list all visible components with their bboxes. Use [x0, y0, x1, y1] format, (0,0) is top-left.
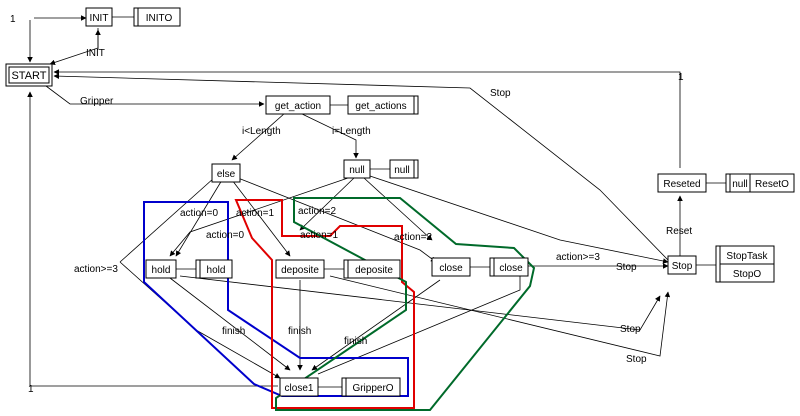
get-action-state: get_action [265, 95, 331, 115]
edge-deposite-stop [329, 275, 671, 357]
else-state: else [211, 163, 241, 183]
label-init: INIT [86, 48, 105, 59]
close-state-label: close [439, 263, 463, 274]
init-state-label: INIT [90, 13, 109, 24]
start-state-label: START [11, 70, 46, 82]
label-action2-a: action=2 [298, 206, 337, 217]
green-region [275, 197, 536, 411]
edge-close1-start [27, 91, 278, 387]
boxes: INIT INITO START get_action get_actions [5, 7, 795, 397]
stop-state-label: Stop [672, 261, 693, 272]
label-one-init: 1 [10, 14, 16, 25]
reseted-reseto-label: ResetO [755, 179, 789, 190]
deposite-state-label: deposite [281, 265, 319, 276]
get-actions-action: get_actions [347, 95, 419, 115]
edge-else-ge3 [119, 177, 215, 263]
else-state-label: else [217, 169, 236, 180]
edge-else-deposite [231, 179, 291, 257]
close1-state-label: close1 [285, 383, 314, 394]
label-stop-mid: Stop [616, 262, 637, 273]
edges [27, 15, 683, 387]
reseted-state-label: Reseted [663, 179, 700, 190]
edge-stop-start [53, 73, 669, 261]
inito-action-label: INITO [146, 13, 173, 24]
hold-state: hold [145, 259, 177, 279]
edge-else-hold [175, 179, 223, 257]
label-one-reseted: 1 [678, 72, 684, 83]
deposite-state: deposite [275, 259, 325, 279]
reseted-action: null ResetO [725, 173, 795, 193]
reseted-null-label: null [732, 179, 748, 190]
edge-null-hold [169, 177, 349, 257]
blue-region [143, 201, 409, 397]
hold-action: hold [195, 259, 233, 279]
label-action-ge3-right: action>=3 [556, 252, 600, 263]
close1-state: close1 [279, 377, 319, 397]
close-state: close [431, 257, 471, 277]
edge-null-deposite [299, 177, 355, 231]
deposite-action-label: deposite [355, 265, 393, 276]
inito-action: INITO [133, 7, 181, 27]
label-action2-b: action=2 [394, 232, 433, 243]
stop-action: StopTask StopO [715, 245, 775, 283]
label-action0-a: action=0 [180, 208, 219, 219]
edge-null-stop [369, 175, 669, 264]
label-action1-b: action=1 [300, 230, 339, 241]
edge-null-close [363, 177, 433, 241]
label-finish-b: finish [288, 326, 311, 337]
edge-get-else [231, 112, 286, 161]
label-i-eq-length: i=Length [332, 126, 371, 137]
label-finish-a: finish [222, 326, 245, 337]
stopo-label: StopO [733, 269, 762, 280]
stop-state: Stop [667, 255, 697, 275]
label-finish-c: finish [344, 336, 367, 347]
edge-reseted-start [53, 69, 681, 168]
init-state: INIT [85, 7, 113, 27]
edge-else-close [237, 177, 437, 263]
hold-action-label: hold [207, 265, 226, 276]
close-action: close [489, 257, 529, 277]
red-region [234, 199, 415, 409]
edge-close-close1 [311, 279, 441, 371]
edge-hold-close1 [169, 277, 291, 371]
label-gripper: Gripper [80, 96, 114, 107]
edge-hold-stop [179, 275, 661, 331]
edge-close1-right [317, 272, 521, 375]
get-action-state-label: get_action [275, 101, 321, 112]
label-one-bottom: 1 [28, 384, 34, 395]
edge-gripper [45, 85, 265, 107]
label-i-lt-length: i<Length [242, 126, 281, 137]
start-state: START [5, 63, 53, 87]
edge-labels: 1 INIT Gripper 1 Stop i<Length i=Length … [10, 14, 692, 395]
label-action-ge3-left: action>=3 [74, 264, 118, 275]
edge-get-null [299, 112, 359, 159]
hold-state-label: hold [152, 265, 171, 276]
grippero-action: GripperO [341, 377, 401, 397]
stoptask-label: StopTask [726, 251, 768, 262]
label-action1-a: action=1 [236, 208, 275, 219]
label-stop-low2: Stop [626, 354, 647, 365]
label-stop-low1: Stop [620, 324, 641, 335]
grippero-action-label: GripperO [352, 383, 393, 394]
close-action-label: close [499, 263, 523, 274]
label-stop-top: Stop [490, 88, 511, 99]
label-action0-b: action=0 [206, 230, 245, 241]
null-state-label: null [349, 165, 365, 176]
null-state: null [343, 159, 371, 179]
reseted-state: Reseted [657, 173, 707, 193]
deposite-action: deposite [343, 259, 401, 279]
get-actions-action-label: get_actions [355, 101, 406, 112]
null-action-label: null [394, 165, 410, 176]
label-reset: Reset [666, 226, 692, 237]
null-action: null [389, 159, 419, 179]
